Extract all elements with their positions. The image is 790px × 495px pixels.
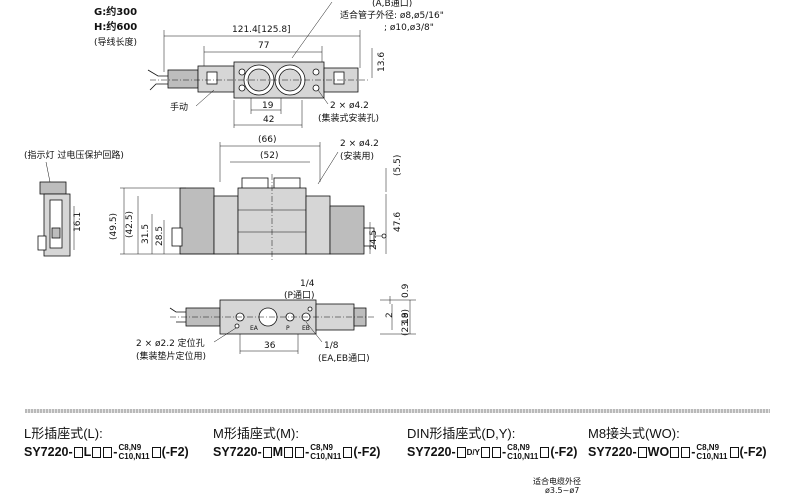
tube-od-label: 适合管子外径: ø8,ø5/16" — [340, 9, 444, 21]
dim-31-5: 31.5 — [141, 224, 151, 244]
model-din-title: DIN形插座式(D,Y): — [407, 426, 516, 441]
manifold-hole-label: 2 × ø4.2 — [330, 101, 369, 111]
placeholder-box — [262, 446, 272, 458]
g-lead-length: G:约300 — [94, 5, 137, 18]
ea-eb-port-label: (EA,EB通口) — [318, 353, 370, 364]
model-l-mid: L — [83, 445, 92, 459]
p-port-label: (P通口) — [284, 290, 314, 301]
cable-od-value: ø3.5~ø7 — [545, 486, 580, 495]
dim-66: (66) — [258, 135, 276, 145]
placeholder-box — [103, 446, 113, 458]
model-wo-mid: WO — [647, 445, 670, 459]
model-wo-prefix: SY7220- — [588, 445, 637, 459]
placeholder-box — [456, 446, 466, 458]
model-l-suffix: (-F2) — [161, 445, 189, 459]
dim-42: 42 — [263, 115, 274, 125]
model-wo-suffix: (-F2) — [739, 445, 767, 459]
placeholder-box — [729, 446, 739, 458]
model-din-prefix: SY7220- — [407, 445, 456, 459]
placeholder-box — [540, 446, 550, 458]
model-l-sub2: C10,N11 — [118, 452, 150, 461]
port-1-4: 1/4 — [300, 279, 315, 289]
dimension-drawing: G:约300 H:约600 (导线长度) (A,B通口) 适合管子外径: ø8,… — [24, 0, 444, 364]
placeholder-box — [284, 446, 294, 458]
model-m-sub1: C8,N9 — [310, 443, 333, 452]
mount-hole-caption: (安装用) — [340, 150, 374, 162]
ab-port-label: (A,B通口) — [372, 0, 412, 9]
p-mark: P — [286, 325, 290, 332]
model-wo-sub1: C8,N9 — [696, 443, 720, 452]
placeholder-box — [343, 446, 353, 458]
placeholder-box — [637, 446, 647, 458]
section-separator — [25, 409, 770, 413]
dim-77: 77 — [258, 41, 269, 51]
placeholder-box — [492, 446, 501, 458]
mount-hole-label: 2 × ø4.2 — [340, 139, 379, 149]
model-m-sub2: C10,N11 — [310, 452, 342, 461]
placeholder-box — [295, 446, 305, 458]
placeholder-box — [681, 446, 691, 458]
manifold-hole-caption: (集装式安装孔) — [318, 112, 379, 124]
model-m-title: M形插座式(M): — [213, 426, 299, 441]
dim-52: (52) — [260, 151, 278, 161]
indicator-label: (指示灯 过电压保护回路) — [24, 149, 124, 161]
dim-0-9: 0.9 — [401, 283, 411, 298]
front-view: (66) (52) 2 × ø4.2 (安装用) (5.5) 47.6 24.5 — [109, 135, 403, 262]
placeholder-box — [92, 446, 102, 458]
leader-line — [291, 1, 333, 59]
port-1-8: 1/8 — [324, 341, 339, 351]
model-din-sub2: C10,N11 — [507, 452, 539, 461]
model-wo-title: M8接头式(WO): — [588, 426, 680, 441]
dim-19: 19 — [262, 101, 274, 111]
bottom-view: 1/4 (P通口) EA P EB 0.9 2 18 (23.9) 36 — [136, 279, 416, 364]
cable-od-label: 适合电缆外径 — [533, 477, 581, 486]
model-wo-sub2: C10,N11 — [696, 452, 728, 461]
model-m-prefix: SY7220- — [213, 445, 262, 459]
dim-47-6: 47.6 — [393, 212, 403, 232]
manual-label: 手动 — [170, 101, 188, 113]
side-view: (指示灯 过电压保护回路) 16.1 — [24, 149, 124, 257]
dim-28-5: 28.5 — [155, 226, 165, 246]
eb-mark: EB — [302, 325, 310, 332]
pin-hole-label: 2 × ø2.2 定位孔 — [136, 337, 205, 349]
dim-5-5: (5.5) — [393, 155, 403, 176]
model-m-mid: M — [272, 445, 284, 459]
dim-18: 18 — [401, 312, 411, 324]
h-lead-length: H:约600 — [94, 20, 137, 33]
model-l-prefix: SY7220- — [24, 445, 73, 459]
placeholder-box — [73, 446, 83, 458]
tube-od-label-2: ; ø10,ø3/8" — [384, 23, 434, 33]
model-m-suffix: (-F2) — [353, 445, 381, 459]
dim-49-5: (49.5) — [109, 213, 119, 240]
top-view: 121.4[125.8] 77 13.6 手动 19 — [147, 25, 387, 128]
placeholder-box — [481, 446, 490, 458]
model-din-sub1: C8,N9 — [507, 443, 530, 452]
ea-mark: EA — [250, 325, 259, 332]
placeholder-box — [151, 446, 161, 458]
dim-121-4: 121.4[125.8] — [232, 25, 291, 35]
lead-length-caption: (导线长度) — [94, 36, 137, 48]
pin-hole-caption: (集装垫片定位用) — [136, 350, 206, 362]
dim-24-5: 24.5 — [369, 230, 379, 250]
dim-16-1: 16.1 — [73, 212, 83, 232]
placeholder-box — [670, 446, 680, 458]
model-l-sub1: C8,N9 — [118, 443, 142, 452]
model-l-title: L形插座式(L): — [24, 426, 103, 441]
model-din-suffix: (-F2) — [550, 445, 578, 459]
model-din-mid: D/Y — [466, 447, 480, 457]
dim-13-6: 13.6 — [377, 52, 387, 72]
dim-36: 36 — [264, 341, 276, 351]
dim-2: 2 — [385, 312, 395, 318]
dim-42-5: (42.5) — [125, 211, 135, 238]
dim-23-9: (23.9) — [401, 309, 411, 336]
